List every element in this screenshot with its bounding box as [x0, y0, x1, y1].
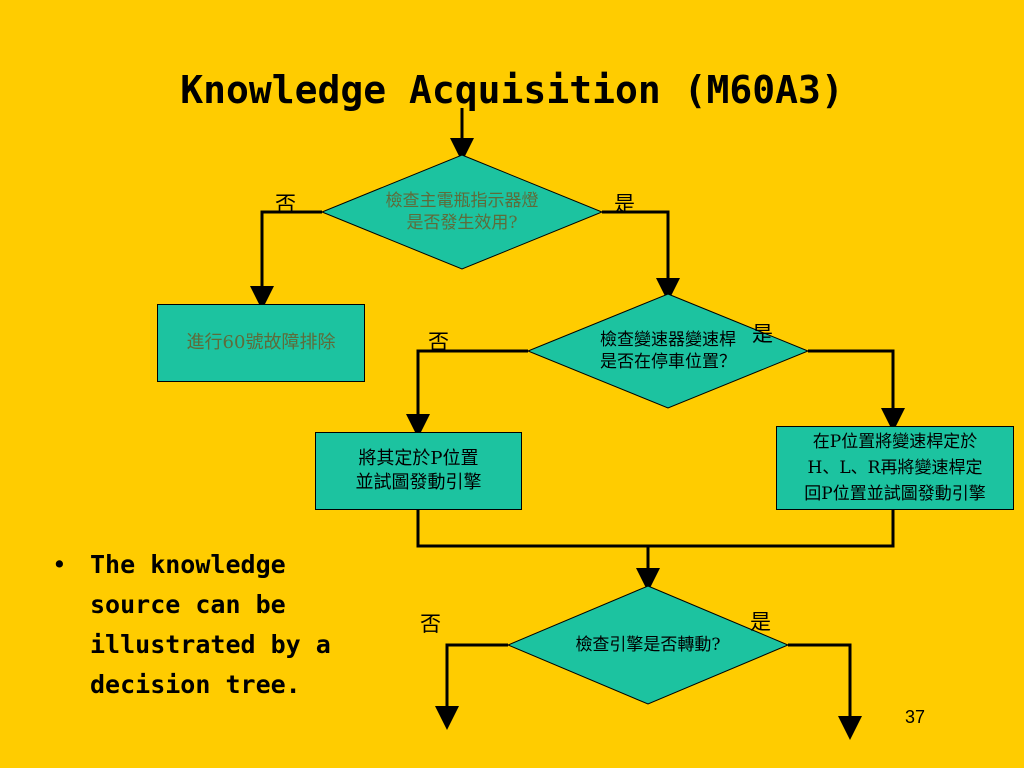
decision-3-no-label: 否: [420, 612, 441, 636]
decision-1-line1: 檢查主電瓶指示器燈: [385, 191, 539, 211]
bullet-marker: •: [52, 550, 67, 579]
bullet-item: The knowledge source can be illustrated …: [90, 550, 331, 699]
merge-line: [416, 510, 895, 548]
decision-2-no-label: 否: [428, 330, 449, 354]
decision-1-line2: 是否發生效用?: [406, 213, 518, 233]
reset-gear-box: 在P位置將變速桿定於 H、L、R再將變速桿定 回P位置並試圖發動引擎: [776, 426, 1014, 510]
decision-1-label: 檢查主電瓶指示器燈 是否發生效用?: [342, 190, 582, 234]
decision-1-diamond: [320, 154, 604, 270]
decision-1-yes-label: 是: [614, 192, 635, 216]
slide-title: Knowledge Acquisition (M60A3): [180, 68, 844, 112]
reset-gear-line1: 在P位置將變速桿定於: [812, 432, 978, 452]
decision-2-diamond: [526, 293, 810, 409]
page-number: 37: [905, 707, 926, 727]
decision-1-yes-line: [602, 210, 680, 302]
reset-gear-line2: H、L、R再將變速桿定: [807, 458, 983, 478]
fault-procedure-box: 進行60號故障排除: [157, 304, 365, 382]
decision-3-no-line: [435, 643, 508, 730]
decision-1-no-label: 否: [275, 192, 296, 216]
set-park-line1: 將其定於P位置: [358, 448, 479, 469]
decision-2-label: 檢查變速器變速桿 是否在停車位置？: [548, 329, 788, 373]
decision-3-yes-line: [788, 643, 862, 740]
decision-1-no-line: [250, 210, 322, 310]
set-park-line2: 並試圖發動引擎: [355, 472, 482, 493]
decision-2-yes-label: 是: [752, 322, 773, 346]
decision-3-diamond: [506, 585, 790, 705]
decision-2-yes-line: [808, 349, 905, 432]
set-park-box: 將其定於P位置 並試圖發動引擎: [315, 432, 522, 510]
decision-3-label: 檢查引擎是否轉動?: [575, 635, 721, 655]
decision-2-line2: 是否在停車位置？: [600, 352, 736, 372]
reset-gear-line3: 回P位置並試圖發動引擎: [804, 484, 986, 504]
decision-2-no-line: [406, 349, 528, 438]
decision-2-line1: 檢查變速器變速桿: [600, 330, 736, 350]
decision-3-yes-label: 是: [750, 610, 771, 634]
